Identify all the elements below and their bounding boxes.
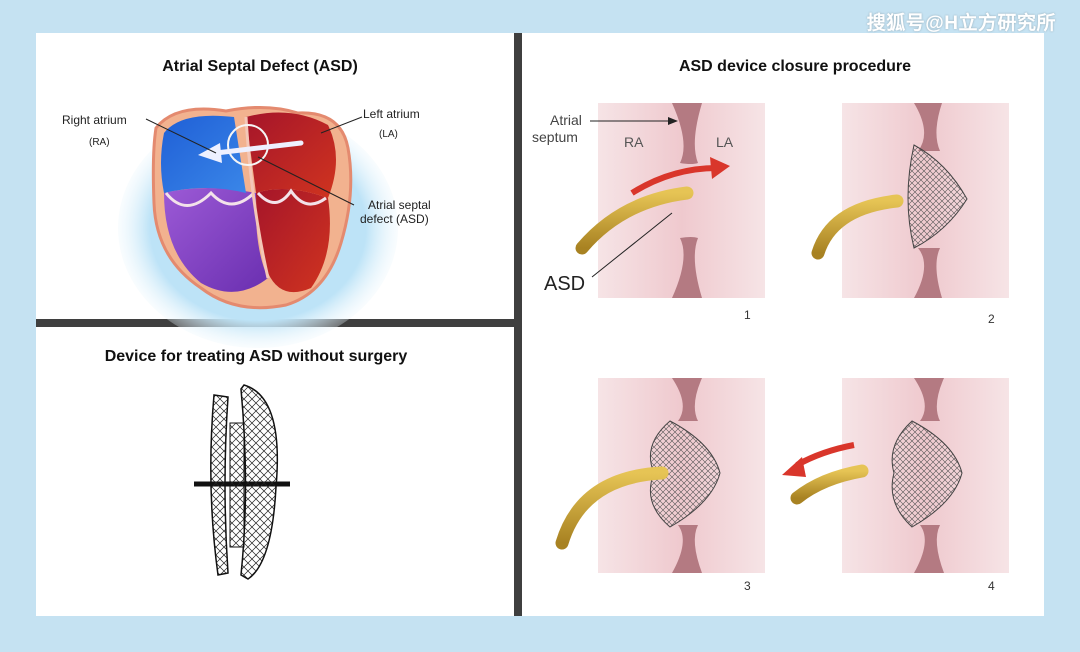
asd-panel-title: Atrial Septal Defect (ASD) <box>162 58 358 75</box>
label-la: LA <box>716 134 734 150</box>
label-defect-line2: defect (ASD) <box>360 212 429 226</box>
step-number-1: 1 <box>744 308 751 322</box>
device-panel: Device for treating ASD without surgery <box>36 327 514 616</box>
procedure-panel: ASD device closure procedure <box>522 33 1044 616</box>
label-atrial-septum-line1: Atrial <box>550 112 582 128</box>
procedure-panel-title: ASD device closure procedure <box>678 58 912 75</box>
procedure-steps-illustration <box>555 103 1009 573</box>
step-number-3: 3 <box>744 579 751 593</box>
label-atrial-septum-line2: septum <box>532 129 578 145</box>
step-number-4: 4 <box>988 579 995 593</box>
step-3-figure <box>555 378 765 573</box>
device-panel-title: Device for treating ASD without surgery <box>104 348 408 365</box>
asd-panel: Atrial Septal Defect (ASD) <box>36 33 514 348</box>
step-2-figure <box>811 103 1009 298</box>
label-asd: ASD <box>544 273 586 295</box>
watermark: 搜狐号@H立方研究所 <box>866 13 1056 34</box>
label-la: (LA) <box>379 129 398 140</box>
label-ra: RA <box>624 134 644 150</box>
step-number-2: 2 <box>988 312 995 326</box>
vertical-divider <box>514 33 522 616</box>
label-defect-line1: Atrial septal <box>368 198 431 212</box>
label-left-atrium: Left atrium <box>363 107 420 121</box>
label-ra: (RA) <box>89 137 110 148</box>
heart-illustration <box>118 105 398 348</box>
step-4-figure <box>782 378 1009 573</box>
step-1-figure <box>575 103 765 298</box>
label-right-atrium: Right atrium <box>62 113 127 127</box>
occluder-device-illustration <box>194 384 290 580</box>
